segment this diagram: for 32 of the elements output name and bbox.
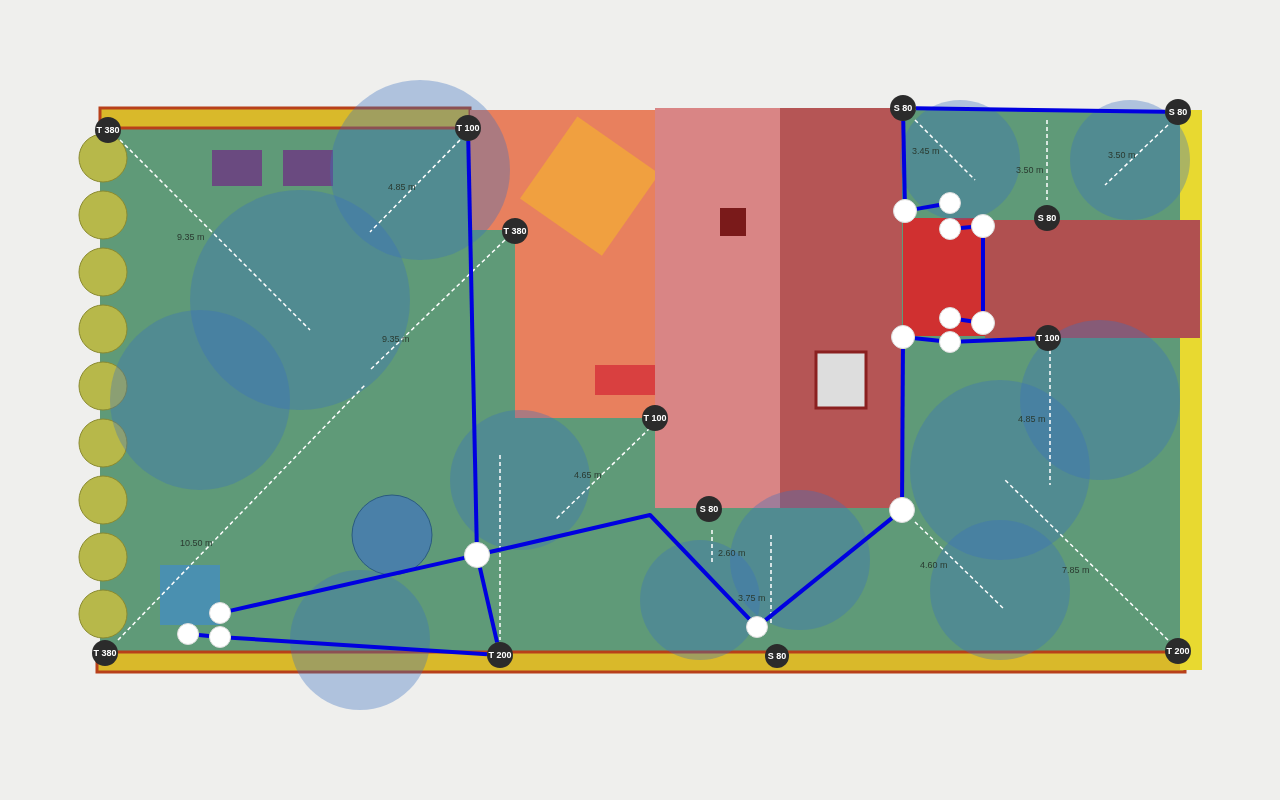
pipe-line [960,317,972,324]
dimension-label: 10.50 m [180,538,213,548]
pipe-line [198,633,210,638]
pipe-line [900,349,905,497]
dimension-label: 4.60 m [920,560,948,570]
pipe-line [960,225,972,230]
sprinkler-marker: T 380 [92,640,118,666]
dimension-label: 7.85 m [1062,565,1090,575]
dimension-label: 3.50 m [1108,150,1136,160]
pipe-line [916,202,940,211]
pipe-line [477,567,500,643]
pipe-line [915,106,1166,114]
pipe-line [764,516,894,622]
pipe-line [960,336,1036,344]
sprinkler-marker: S 80 [1165,99,1191,125]
pipe-line [914,336,940,343]
pipe-line [489,513,751,621]
pipe-line [230,635,488,657]
pipe-line [466,140,479,543]
pipe-line [901,120,907,200]
dimension-label: 9.35 m [177,232,205,242]
dimension-label: 9.35 m [382,334,410,344]
dimension-label: 3.45 m [912,146,940,156]
dimension-label: 4.85 m [388,182,416,192]
dimension-label: 4.85 m [1018,414,1046,424]
dimension-label: 4.65 m [574,470,602,480]
pipe-line [981,238,985,311]
dimension-label: 2.60 m [718,548,746,558]
sprinkler-marker: S 80 [890,95,916,121]
pipe-line [230,555,465,613]
dimension-label: 3.50 m [1016,165,1044,175]
dimension-label: 3.75 m [738,593,766,603]
